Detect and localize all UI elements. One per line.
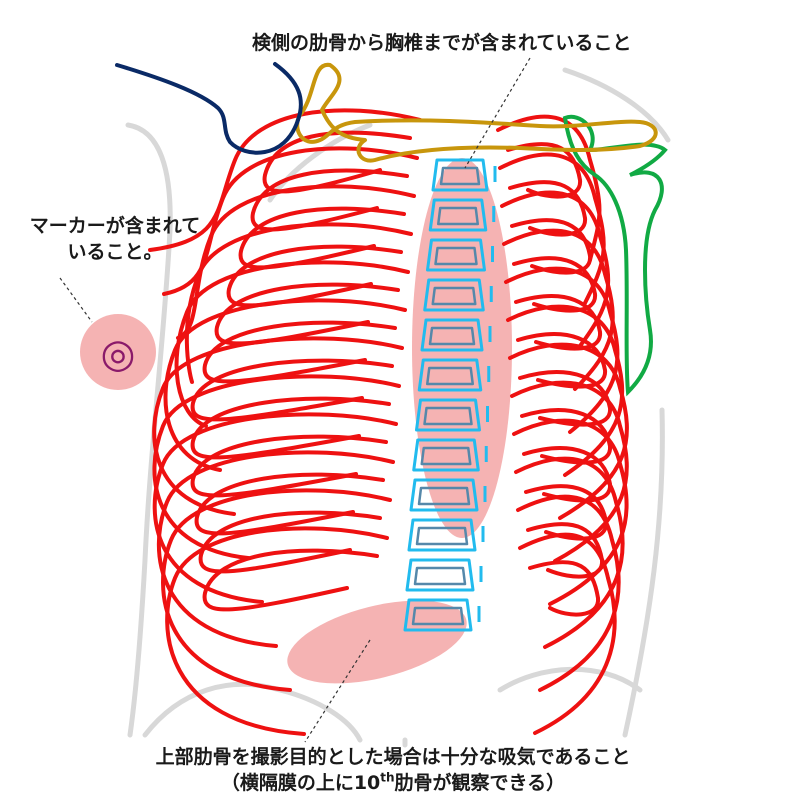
right-rib-anterior — [514, 294, 603, 351]
annotation-bottom-line2-suffix: 肋骨が観察できる） — [394, 772, 566, 794]
left-rib-anterior — [194, 472, 385, 536]
vertebra — [409, 478, 479, 512]
annotation-marker: マーカーが含まれて いること。 — [10, 213, 220, 265]
vertebra-body — [428, 326, 476, 346]
vertebra-body — [434, 246, 478, 266]
left-rib — [176, 184, 416, 340]
right-rib-anterior — [528, 560, 600, 617]
pointer-lines — [59, 57, 531, 743]
highlight-regions — [80, 158, 512, 684]
left-rib-anterior — [250, 168, 409, 232]
vertebra-body — [411, 606, 465, 626]
right-rib — [500, 190, 611, 348]
bottom-pointer — [304, 639, 371, 743]
shoulder-line — [115, 62, 303, 155]
annotation-bottom-line2-prefix: （横隔膜の上に10 — [220, 772, 381, 794]
right-rib — [514, 456, 625, 649]
vertebra — [407, 518, 477, 552]
left-rib — [152, 374, 401, 560]
left-rib — [165, 526, 389, 736]
top-pointer — [464, 57, 531, 169]
left-rib-anterior — [202, 548, 379, 612]
left-rib-anterior — [190, 434, 388, 498]
left-ribs — [148, 108, 422, 736]
right-rib-anterior — [526, 522, 604, 579]
right-rib-anterior — [518, 370, 613, 427]
left-rib — [148, 108, 422, 252]
vertebra-body — [437, 206, 479, 226]
vertebra — [415, 398, 481, 432]
left-rib — [152, 412, 398, 604]
diaphragm-highlight — [287, 600, 467, 684]
right-rib-anterior — [512, 256, 598, 313]
vertebra-body — [420, 446, 472, 466]
left-rib-anterior — [198, 510, 382, 574]
vertebra — [412, 438, 480, 472]
marker-highlight — [80, 314, 156, 390]
left-rib-anterior — [190, 396, 391, 460]
clavicle — [295, 62, 658, 163]
right-rib-anterior — [510, 218, 593, 275]
annotation-bottom-line2: （横隔膜の上に10th肋骨が観察できる） — [48, 770, 738, 796]
annotation-marker-line1: マーカーが含まれて — [29, 215, 201, 237]
right-rib — [516, 494, 621, 692]
marker-pointer — [59, 277, 93, 323]
left-rib-anterior — [190, 358, 394, 422]
vertebra — [423, 278, 485, 312]
annotation-bottom-line1: 上部肋骨を撮影目的とした場合は十分な吸気であること — [155, 746, 631, 768]
annotation-bottom: 上部肋骨を撮影目的とした場合は十分な吸気であること （横隔膜の上に10th肋骨が… — [48, 744, 738, 796]
left-rib — [156, 450, 395, 648]
left-rib — [161, 488, 392, 692]
vertebra — [403, 598, 473, 632]
right-rib — [502, 228, 615, 391]
right-rib-anterior — [506, 142, 582, 199]
vertebra — [405, 558, 475, 592]
left-rib — [174, 260, 410, 428]
vertebra-body — [426, 366, 474, 386]
vertebra-body — [423, 406, 473, 426]
marker-symbol: ◎ — [101, 331, 136, 377]
annotation-top: 検側の肋骨から胸椎までが含まれていること — [252, 32, 632, 54]
vertebra — [431, 158, 489, 192]
right-rib — [498, 152, 606, 305]
right-ribs — [496, 114, 629, 735]
vertebra — [420, 318, 484, 352]
annotation-bottom-line2-sup: th — [380, 770, 395, 785]
vertebra-body — [413, 566, 467, 586]
right-rib-anterior — [516, 332, 608, 389]
thoracic-spine — [403, 158, 497, 632]
vertebra — [426, 238, 486, 272]
vertebra-body — [431, 286, 477, 306]
right-rib-anterior — [508, 180, 587, 237]
right-rib-anterior — [520, 408, 613, 465]
vertebra-body — [417, 486, 471, 506]
vertebra — [417, 358, 483, 392]
right-rib — [518, 532, 617, 735]
vertebra-body — [415, 526, 469, 546]
left-rib — [184, 222, 413, 384]
annotation-marker-line2: いること。 — [67, 241, 163, 263]
vertebra — [428, 198, 488, 232]
